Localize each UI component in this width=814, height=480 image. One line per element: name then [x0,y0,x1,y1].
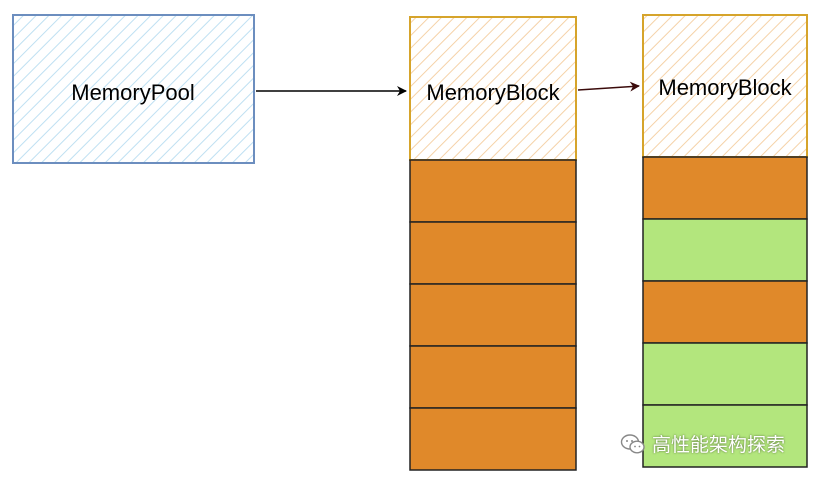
memory-block-2-header: MemoryBlock [642,14,808,158]
memory-slot-used [409,407,577,471]
memory-slot-free [642,218,808,282]
wechat-icon [620,433,645,454]
watermark-text: 高性能架构探索 [652,434,786,456]
memory-pool-label: MemoryPool [71,80,194,105]
memory-slot-free [642,342,808,406]
memory-pool-node: MemoryPool [12,14,255,164]
memory-slot-used [409,283,577,347]
block-to-block-arrow [577,81,640,92]
watermark: 高性能架构探索 [620,430,785,457]
memory-block-1-header: MemoryBlock [409,16,577,161]
memory-slot-used [409,345,577,409]
memory-slot-used [642,280,808,344]
memory-block-2-label: MemoryBlock [658,75,792,100]
memory-slot-free [642,404,808,468]
memory-slot-used [409,221,577,285]
memory-slot-used [409,159,577,223]
memory-block-2-slots [642,156,808,468]
memory-block-1-label: MemoryBlock [426,80,560,105]
memory-block-1-slots [409,159,577,471]
memory-slot-used [642,156,808,220]
